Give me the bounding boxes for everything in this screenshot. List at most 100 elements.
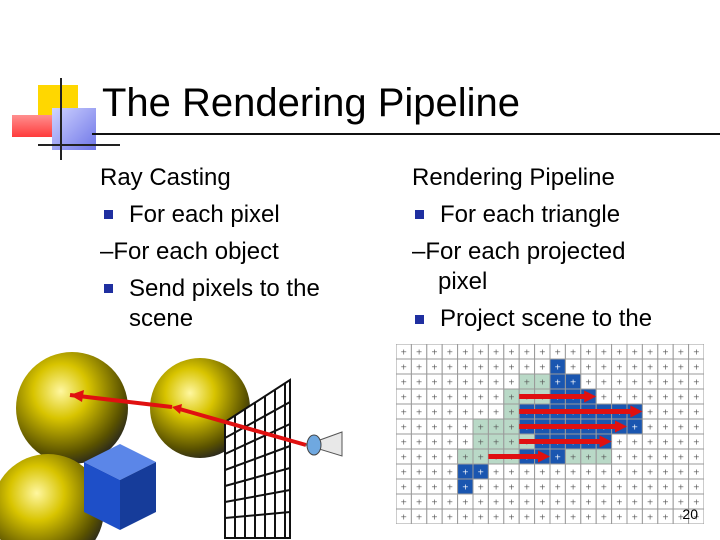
grid-pixel-marker: +	[616, 363, 623, 372]
grid-pixel-marker: +	[693, 393, 700, 402]
grid-pixel-marker: +	[477, 378, 484, 387]
grid-pixel-marker: +	[524, 483, 531, 492]
grid-pixel-marker: +	[662, 348, 669, 357]
grid-pixel-marker: +	[462, 378, 469, 387]
grid-pixel-marker: +	[585, 378, 592, 387]
grid-pixel-marker: +	[601, 348, 608, 357]
grid-pixel-marker: +	[508, 423, 515, 432]
grid-pixel-marker: +	[693, 438, 700, 447]
grid-pixel-marker: +	[631, 438, 638, 447]
grid-pixel-marker: +	[616, 378, 623, 387]
grid-pixel-marker: +	[631, 483, 638, 492]
left-bullet-1-marker	[104, 210, 113, 219]
grid-pixel-marker: +	[508, 393, 515, 402]
grid-pixel-marker: +	[570, 378, 577, 387]
grid-pixel-marker: +	[477, 513, 484, 522]
grid-pixel-marker: +	[493, 408, 500, 417]
grid-pixel-marker: +	[400, 393, 407, 402]
grid-pixel-marker: +	[477, 408, 484, 417]
grid-pixel-marker: +	[662, 483, 669, 492]
right-dash-line: –For each projected	[412, 238, 626, 265]
grid-pixel-marker: +	[554, 483, 561, 492]
grid-pixel	[688, 508, 704, 524]
grid-pixel-marker: +	[431, 483, 438, 492]
left-bullet-2-continued: scene	[129, 305, 194, 332]
grid-pixel-marker: +	[570, 498, 577, 507]
grid-pixel-marker: +	[508, 483, 515, 492]
grid-pixel-marker: +	[647, 498, 654, 507]
scanline-arrow-head	[630, 405, 643, 418]
grid-pixel-marker: +	[400, 363, 407, 372]
slide-title: The Rendering Pipeline	[102, 81, 521, 125]
grid-pixel-marker: +	[601, 468, 608, 477]
ray-arrows	[69, 390, 307, 447]
grid-pixel-marker: +	[400, 438, 407, 447]
grid-pixel-marker: +	[616, 438, 623, 447]
grid-pixel-marker: +	[678, 453, 685, 462]
grid-pixel-marker: +	[416, 438, 423, 447]
scanline-arrow-head	[599, 435, 612, 448]
grid-pixel-marker: +	[601, 453, 608, 462]
grid-pixel-marker: +	[693, 453, 700, 462]
grid-pixel-marker: +	[477, 363, 484, 372]
grid-pixel-marker: +	[554, 453, 561, 462]
grid-pixel-marker: +	[662, 468, 669, 477]
title-rule	[92, 133, 720, 135]
grid-pixel-marker: +	[570, 348, 577, 357]
grid-pixel-marker: +	[431, 468, 438, 477]
grid-pixel-marker: +	[493, 363, 500, 372]
grid-pixel-marker: +	[647, 348, 654, 357]
grid-pixel-marker: +	[493, 498, 500, 507]
grid-pixel-marker: +	[678, 423, 685, 432]
grid-pixel-marker: +	[570, 483, 577, 492]
grid-pixel-marker: +	[400, 453, 407, 462]
grid-pixel-marker: +	[416, 393, 423, 402]
grid-pixel-marker: +	[462, 483, 469, 492]
grid-pixel-marker: +	[554, 378, 561, 387]
grid-pixel-marker: +	[400, 513, 407, 522]
right-bullet-2-continued: pixels	[440, 330, 501, 337]
grid-pixel-marker: +	[678, 348, 685, 357]
grid-pixel-marker: +	[508, 408, 515, 417]
grid-pixel-marker: +	[462, 408, 469, 417]
right-heading: Rendering Pipeline	[412, 164, 615, 191]
grid-pixel-marker: +	[524, 348, 531, 357]
grid-pixel-marker: +	[693, 513, 700, 522]
grid-pixel-marker: +	[431, 378, 438, 387]
grid-pixel-marker: +	[539, 468, 546, 477]
grid-pixel-marker: +	[631, 498, 638, 507]
grid-pixel-marker: +	[462, 453, 469, 462]
grid-pixel-marker: +	[508, 513, 515, 522]
right-bullet-2: Project scene to the	[440, 305, 653, 332]
grid-pixel-marker: +	[462, 348, 469, 357]
grid-pixel-marker: +	[662, 513, 669, 522]
grid-pixel-marker: +	[539, 363, 546, 372]
grid-pixel-marker: +	[447, 423, 454, 432]
grid-pixel-marker: +	[647, 378, 654, 387]
grid-pixel-marker: +	[462, 468, 469, 477]
grid-pixel-marker: +	[462, 423, 469, 432]
grid-pixel-marker: +	[477, 348, 484, 357]
grid-pixel-marker: +	[508, 363, 515, 372]
right-bullet-1-marker	[415, 210, 424, 219]
grid-pixel-marker: +	[447, 438, 454, 447]
grid-pixel-marker: +	[477, 453, 484, 462]
grid-pixel-marker: +	[631, 513, 638, 522]
grid-pixel-marker: +	[554, 363, 561, 372]
grid-pixel-marker: +	[477, 438, 484, 447]
grid-pixel-marker: +	[539, 498, 546, 507]
grid-pixel-marker: +	[539, 348, 546, 357]
grid-pixel-marker: +	[693, 498, 700, 507]
grid-pixel-marker: +	[631, 378, 638, 387]
grid-pixel-marker: +	[539, 483, 546, 492]
grid-pixel-marker: +	[462, 513, 469, 522]
grid-pixel-marker: +	[400, 348, 407, 357]
grid-pixel-marker: +	[662, 453, 669, 462]
grid-pixel-marker: +	[631, 363, 638, 372]
grid-pixel-marker: +	[554, 348, 561, 357]
grid-pixel-marker: +	[678, 393, 685, 402]
grid-pixel-marker: +	[601, 483, 608, 492]
grid-pixel-marker: +	[570, 363, 577, 372]
grid-pixel-marker: +	[631, 453, 638, 462]
grid-pixel-marker: +	[431, 513, 438, 522]
